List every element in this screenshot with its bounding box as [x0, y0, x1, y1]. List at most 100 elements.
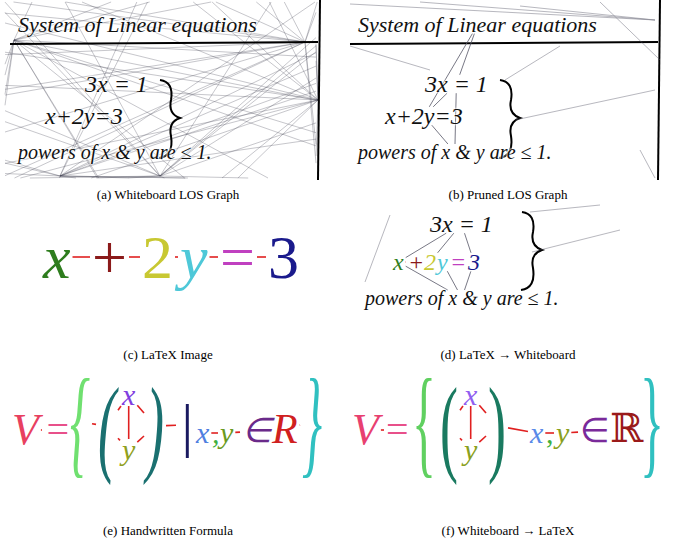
- graph-edge: [210, 256, 219, 258]
- latex-glyph: ): [488, 372, 506, 480]
- graph-edge: [5, 100, 318, 163]
- graph-edge: [479, 405, 486, 413]
- graph-edge: [5, 40, 14, 105]
- handwritten-glyph: R: [272, 408, 298, 450]
- graph-edge: [460, 438, 462, 440]
- graph-edge: [175, 256, 178, 258]
- handwritten-glyph: 3: [468, 250, 480, 274]
- latex-glyph: =: [220, 226, 255, 288]
- handwriting: powers of x & y are ≤ 1.: [365, 288, 559, 308]
- latex-glyph: }: [640, 362, 664, 482]
- graph-edge: [316, 61, 318, 100]
- graph-edge: [515, 90, 655, 120]
- latex-glyph: (: [440, 372, 458, 480]
- graph-edge: [14, 40, 316, 133]
- graph-edge: [600, 2, 660, 60]
- handwritten-glyph: y: [220, 418, 233, 448]
- latex-glyph: y: [464, 435, 477, 465]
- caption: (b) Pruned LOS Graph: [449, 188, 568, 201]
- graph-edge: [5, 40, 14, 94]
- handwritten-glyph: ,: [212, 418, 220, 448]
- pruned-edges: [350, 2, 660, 282]
- graph-edge: [530, 205, 600, 212]
- graph-edge: [14, 40, 316, 100]
- graph-edge: [60, 83, 316, 176]
- graph-edge: [129, 256, 140, 258]
- handwriting: x+2y=3: [385, 104, 463, 128]
- graph-edge: [5, 52, 318, 100]
- graph-edge: [256, 2, 305, 42]
- latex-glyph: +: [92, 226, 127, 288]
- graph-edge: [508, 428, 528, 432]
- graph-edge: [381, 429, 384, 431]
- handwriting: 3x = 1: [430, 212, 493, 236]
- board-edge: [318, 0, 320, 180]
- graph-edge: [532, 230, 620, 252]
- graph-edge: [118, 406, 121, 410]
- handwriting: x+2y=3: [45, 104, 123, 128]
- handwritten-glyph: {: [70, 362, 90, 482]
- caption: (c) LaTeX Image: [123, 348, 212, 361]
- handwriting: System of Linear equations: [358, 14, 597, 36]
- latex-glyph: {: [412, 362, 436, 482]
- graph-edge: [350, 46, 430, 70]
- handwritten-glyph: +: [408, 250, 424, 274]
- graph-edge: [505, 46, 560, 80]
- handwritten-glyph: (: [98, 372, 116, 480]
- latex-glyph: =: [386, 410, 409, 450]
- handwritten-glyph: |: [178, 395, 195, 455]
- graph-edge: [60, 176, 188, 178]
- caption: (f) Whiteboard → LaTeX: [442, 524, 575, 537]
- graph-edge: [238, 100, 318, 178]
- graph-edge: [118, 438, 120, 440]
- graph-edge: [479, 436, 486, 442]
- graph-edge: [571, 431, 578, 433]
- graph-edge: [5, 42, 305, 89]
- graph-edge: [640, 150, 655, 178]
- graph-edge: [405, 261, 407, 263]
- handwritten-glyph: ): [146, 372, 164, 480]
- handwriting: System of Linear equations: [18, 14, 257, 36]
- caption: (a) Whiteboard LOS Graph: [97, 188, 239, 201]
- graph-edge: [316, 44, 318, 101]
- graph-edge: [460, 406, 463, 410]
- latex-glyph: y: [556, 418, 569, 448]
- graph-edge: [59, 176, 61, 178]
- handwritten-glyph: }: [302, 362, 322, 482]
- graph-edge: [137, 436, 144, 442]
- graph-edge: [166, 424, 176, 426]
- handwritten-glyph: =: [44, 410, 71, 450]
- handwriting: 3x = 1: [425, 72, 488, 96]
- graph-edge: [284, 2, 305, 42]
- graph-edge: [14, 40, 268, 178]
- caption: (d) LaTeX → Whiteboard: [441, 348, 576, 361]
- graph-edge: [5, 42, 305, 176]
- handwritten-glyph: y: [122, 435, 135, 465]
- handwritten-glyph: V: [12, 408, 39, 452]
- graph-edge: [305, 2, 317, 42]
- whiteboard-strokes: [10, 0, 660, 290]
- handwritten-glyph: x: [196, 418, 209, 448]
- graph-edge: [5, 160, 60, 176]
- handwriting: 3x = 1: [85, 72, 148, 96]
- latex-glyph: ∈: [580, 414, 610, 448]
- handwritten-glyph: x: [122, 380, 135, 410]
- latex-glyph: V: [352, 408, 379, 452]
- latex-glyph: 2: [142, 226, 173, 288]
- graph-edge: [5, 13, 305, 42]
- graph-edge: [92, 423, 96, 425]
- caption: (e) Handwritten Formula: [103, 524, 233, 537]
- latex-glyph: ℝ: [610, 408, 643, 448]
- graph-edge: [73, 256, 91, 258]
- graph-edge: [91, 100, 318, 178]
- graph-edge: [235, 431, 240, 433]
- handwritten-glyph: x: [393, 250, 404, 274]
- latex-glyph: x: [464, 380, 477, 410]
- handwriting: powers of x & y are ≤ 1.: [358, 142, 552, 162]
- los-graph: [5, 2, 318, 178]
- handwritten-glyph: 2: [424, 250, 436, 274]
- graph-edge: [222, 100, 318, 178]
- graph-edge: [365, 215, 390, 282]
- graph-edge: [257, 256, 266, 258]
